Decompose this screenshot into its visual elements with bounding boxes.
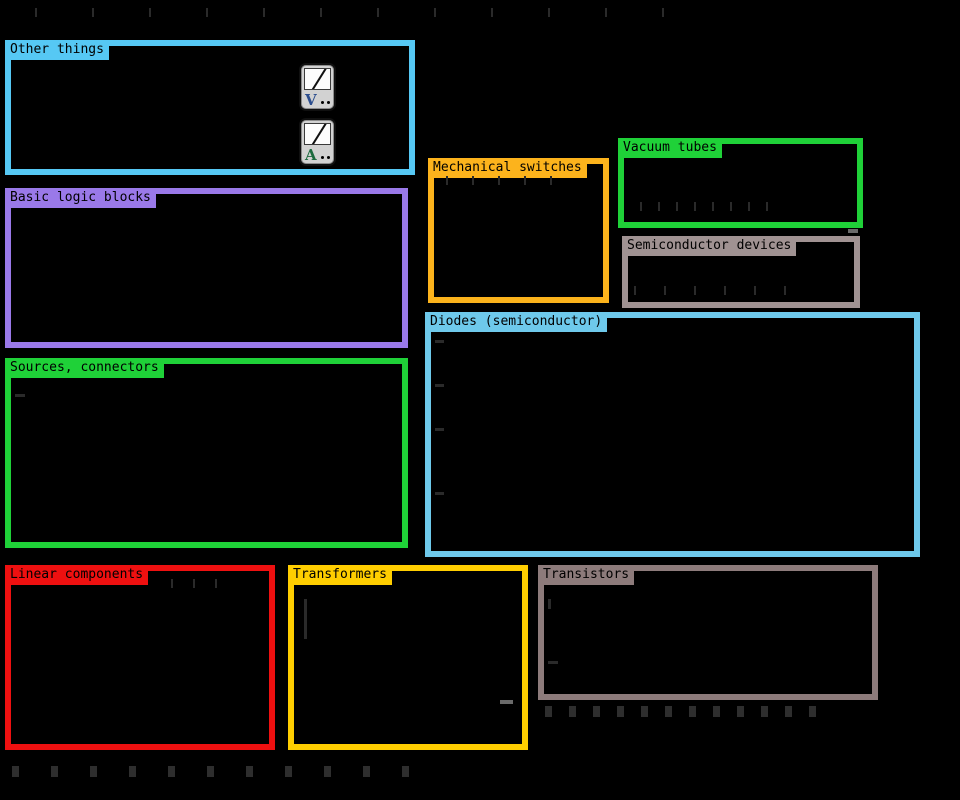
faint-symbol-mark: [435, 340, 444, 343]
group-transistors[interactable]: Transistors: [538, 565, 878, 700]
faint-symbol-mark: [548, 661, 558, 664]
group-label-semiconductor-devices: Semiconductor devices: [622, 236, 797, 256]
voltmeter-letter: V: [305, 91, 317, 109]
group-label-diodes-semiconductor: Diodes (semiconductor): [425, 312, 608, 332]
stray-mark: [500, 700, 513, 704]
faint-symbol-row: [640, 202, 768, 211]
group-transformers[interactable]: Transformers: [288, 565, 528, 750]
ammeter-face: [304, 123, 331, 145]
ammeter-icon[interactable]: A: [299, 118, 336, 166]
faint-symbol-mark: [15, 394, 25, 397]
group-diodes-semiconductor[interactable]: Diodes (semiconductor): [425, 312, 920, 557]
faint-symbol-row: [634, 286, 786, 295]
faint-symbol-mark: [304, 599, 307, 639]
group-semiconductor-devices[interactable]: Semiconductor devices: [622, 236, 860, 308]
group-label-transformers: Transformers: [288, 565, 392, 585]
ammeter-terminals: [321, 156, 330, 159]
group-sources-connectors[interactable]: Sources, connectors: [5, 358, 408, 548]
group-basic-logic-blocks[interactable]: Basic logic blocks: [5, 188, 408, 348]
faint-symbol-row-bottom: [12, 766, 409, 777]
group-linear-components[interactable]: Linear components: [5, 565, 275, 750]
group-label-sources-connectors: Sources, connectors: [5, 358, 164, 378]
voltmeter-face: [304, 68, 331, 90]
faint-symbol-mark: [548, 599, 551, 609]
faint-symbol-mark: [435, 492, 444, 495]
stray-mark: [848, 229, 858, 233]
voltmeter-terminals: [321, 101, 330, 104]
group-label-linear-components: Linear components: [5, 565, 149, 585]
ammeter-letter: A: [305, 146, 317, 164]
group-other-things[interactable]: Other things V A: [5, 40, 415, 175]
faint-symbol-mark: [435, 384, 444, 387]
faint-symbol-row: [171, 579, 217, 588]
group-label-other-things: Other things: [5, 40, 109, 60]
faint-symbol-row-transistors: [545, 706, 816, 717]
faint-symbol-row: [446, 176, 552, 185]
voltmeter-icon[interactable]: V: [299, 63, 336, 111]
group-label-mechanical-switches: Mechanical switches: [428, 158, 587, 178]
group-mechanical-switches[interactable]: Mechanical switches: [428, 158, 609, 303]
ammeter-needle: [308, 124, 328, 144]
faint-symbol-row-top: [35, 8, 664, 17]
group-vacuum-tubes[interactable]: Vacuum tubes: [618, 138, 863, 228]
voltmeter-needle: [308, 69, 328, 89]
group-label-vacuum-tubes: Vacuum tubes: [618, 138, 722, 158]
faint-symbol-mark: [435, 428, 444, 431]
group-label-transistors: Transistors: [538, 565, 635, 585]
group-label-basic-logic-blocks: Basic logic blocks: [5, 188, 156, 208]
